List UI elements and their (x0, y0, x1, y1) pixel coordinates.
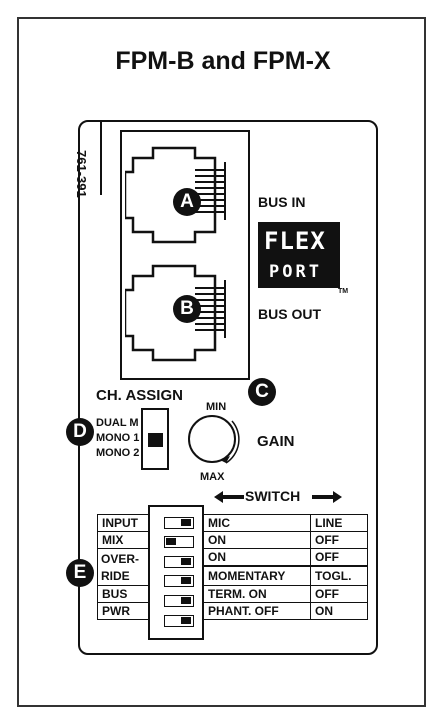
option-right-bus: OFF (310, 585, 368, 603)
switch-name-mix: MIX (97, 531, 149, 549)
switch-name-input: INPUT (97, 514, 149, 532)
option-left-over: ON (203, 548, 311, 566)
gain-arc-icon (220, 420, 240, 464)
arrow-right-icon (312, 491, 342, 503)
bus-in-label: BUS IN (258, 194, 306, 210)
dip-switch-override-1[interactable] (164, 556, 194, 568)
switch-name-bus: BUS (97, 585, 149, 603)
option-right-mix: OFF (310, 531, 368, 549)
option-left-input: MIC (203, 514, 311, 532)
callout-e: E (66, 559, 94, 587)
dip-switch-input[interactable] (164, 517, 194, 529)
callout-c: C (248, 378, 276, 406)
option-left-bus: TERM. ON (203, 585, 311, 603)
dip-switch-bus[interactable] (164, 595, 194, 607)
callout-a: A (173, 188, 201, 216)
flexport-logo: FLEX PORT (258, 222, 340, 288)
page-title: FPM-B and FPM-X (115, 47, 331, 75)
switch-name-pwr: PWR (97, 602, 149, 620)
callout-d: D (66, 418, 94, 446)
gain-knob[interactable] (188, 415, 236, 463)
ch-option-mono-2: MONO 2 (96, 447, 140, 459)
ch-option-dual-m: DUAL M (96, 417, 139, 429)
option-right-pwr: ON (310, 602, 368, 620)
gain-max-label: MAX (200, 471, 225, 483)
bus-out-label: BUS OUT (258, 306, 321, 322)
logo-line1: FLEX (264, 227, 326, 255)
module-tab (78, 120, 102, 195)
module-outline (78, 120, 378, 655)
logo-line2: PORT (269, 262, 322, 282)
dip-switch-block (148, 505, 204, 640)
switch-name-over: OVER- (101, 552, 140, 566)
option-left-pwr: PHANT. OFF (203, 602, 311, 620)
ch-assign-switch[interactable] (141, 408, 169, 470)
dip-switch-pwr[interactable] (164, 615, 194, 627)
gain-label: GAIN (257, 433, 295, 450)
gain-min-label: MIN (206, 401, 227, 413)
switch-name-ride: RIDE (101, 569, 130, 583)
ch-assign-label: CH. ASSIGN (96, 387, 183, 404)
option-right-over: OFF (310, 548, 368, 566)
option-left-mix: ON (203, 531, 311, 549)
ch-option-mono-1: MONO 1 (96, 432, 140, 444)
outer-frame (17, 17, 426, 707)
arrow-left-icon (214, 491, 244, 503)
dip-switch-mix[interactable] (164, 536, 194, 548)
trademark-mark: TM (338, 288, 349, 295)
part-number: 761-391 (74, 150, 89, 198)
option-right-ride: TOGL. (310, 566, 368, 586)
option-left-ride: MOMENTARY (203, 566, 311, 586)
rj45-jack-bus-out[interactable] (125, 258, 245, 368)
option-right-input: LINE (310, 514, 368, 532)
switch-header: SWITCH (245, 488, 301, 504)
jack-housing (120, 130, 250, 380)
dip-switch-override-2[interactable] (164, 575, 194, 587)
callout-b: B (173, 295, 201, 323)
ch-assign-switch-knob (148, 433, 163, 447)
